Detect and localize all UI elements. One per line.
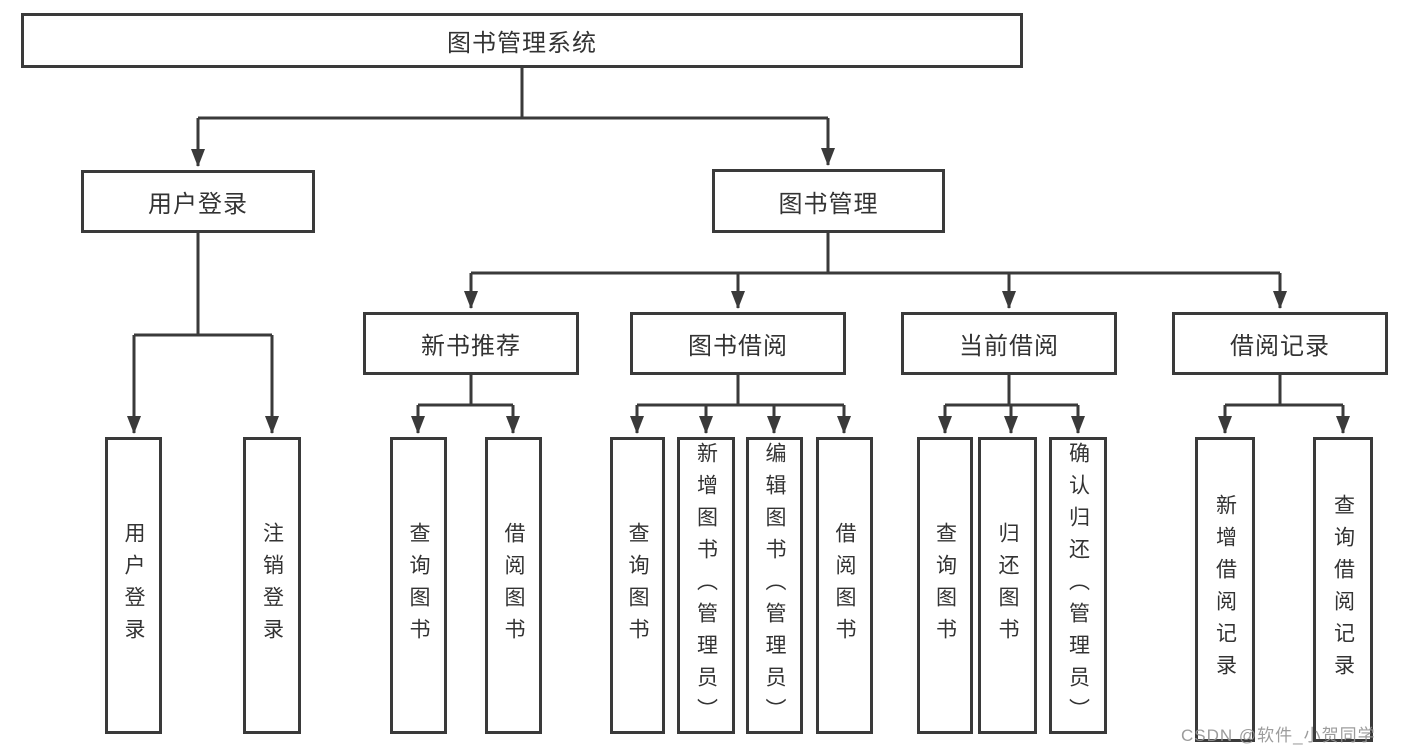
leaf-cb-confirm-return-admin-label: 确认归还（管理员） [1066, 441, 1090, 730]
node-current-borrowing: 当前借阅 [901, 312, 1117, 375]
leaf-bb-edit-books-admin: 编辑图书（管理员） [746, 437, 803, 734]
leaf-cb-return-books: 归还图书 [978, 437, 1037, 734]
leaf-bb-add-books-admin: 新增图书（管理员） [677, 437, 735, 734]
leaf-br-query-record: 查询借阅记录 [1313, 437, 1373, 742]
csdn-watermark: CSDN @软件_小贺同学 [1181, 726, 1376, 745]
leaf-br-query-record-label: 查询借阅记录 [1331, 493, 1355, 686]
node-library-management-system: 图书管理系统 [21, 13, 1023, 68]
leaf-cb-query-books-label: 查询图书 [933, 521, 957, 650]
leaf-br-add-record: 新增借阅记录 [1195, 437, 1255, 742]
leaf-br-add-record-label: 新增借阅记录 [1213, 493, 1237, 686]
leaf-bb-add-books-admin-label: 新增图书（管理员） [694, 441, 718, 730]
node-user-login: 用户登录 [81, 170, 315, 233]
leaf-cb-query-books: 查询图书 [917, 437, 973, 734]
node-borrowing-records: 借阅记录 [1172, 312, 1388, 375]
leaf-bb-query-books: 查询图书 [610, 437, 665, 734]
leaf-logout-label: 注销登录 [260, 521, 284, 650]
leaf-user-login-label: 用户登录 [122, 521, 145, 650]
leaf-bb-edit-books-admin-label: 编辑图书（管理员） [763, 441, 786, 730]
leaf-logout: 注销登录 [243, 437, 301, 734]
node-book-management: 图书管理 [712, 169, 945, 233]
node-book-borrowing: 图书借阅 [630, 312, 846, 375]
leaf-user-login: 用户登录 [105, 437, 162, 734]
leaf-bb-query-books-label: 查询图书 [626, 521, 649, 650]
leaf-cb-return-books-label: 归还图书 [996, 521, 1019, 650]
leaf-nbr-query-books: 查询图书 [390, 437, 447, 734]
leaf-bb-borrow-books: 借阅图书 [816, 437, 873, 734]
leaf-nbr-borrow-books-label: 借阅图书 [502, 521, 525, 650]
leaf-nbr-query-books-label: 查询图书 [407, 521, 430, 650]
leaf-bb-borrow-books-label: 借阅图书 [833, 521, 856, 650]
leaf-nbr-borrow-books: 借阅图书 [485, 437, 542, 734]
leaf-cb-confirm-return-admin: 确认归还（管理员） [1049, 437, 1107, 734]
node-new-book-recommend: 新书推荐 [363, 312, 579, 375]
